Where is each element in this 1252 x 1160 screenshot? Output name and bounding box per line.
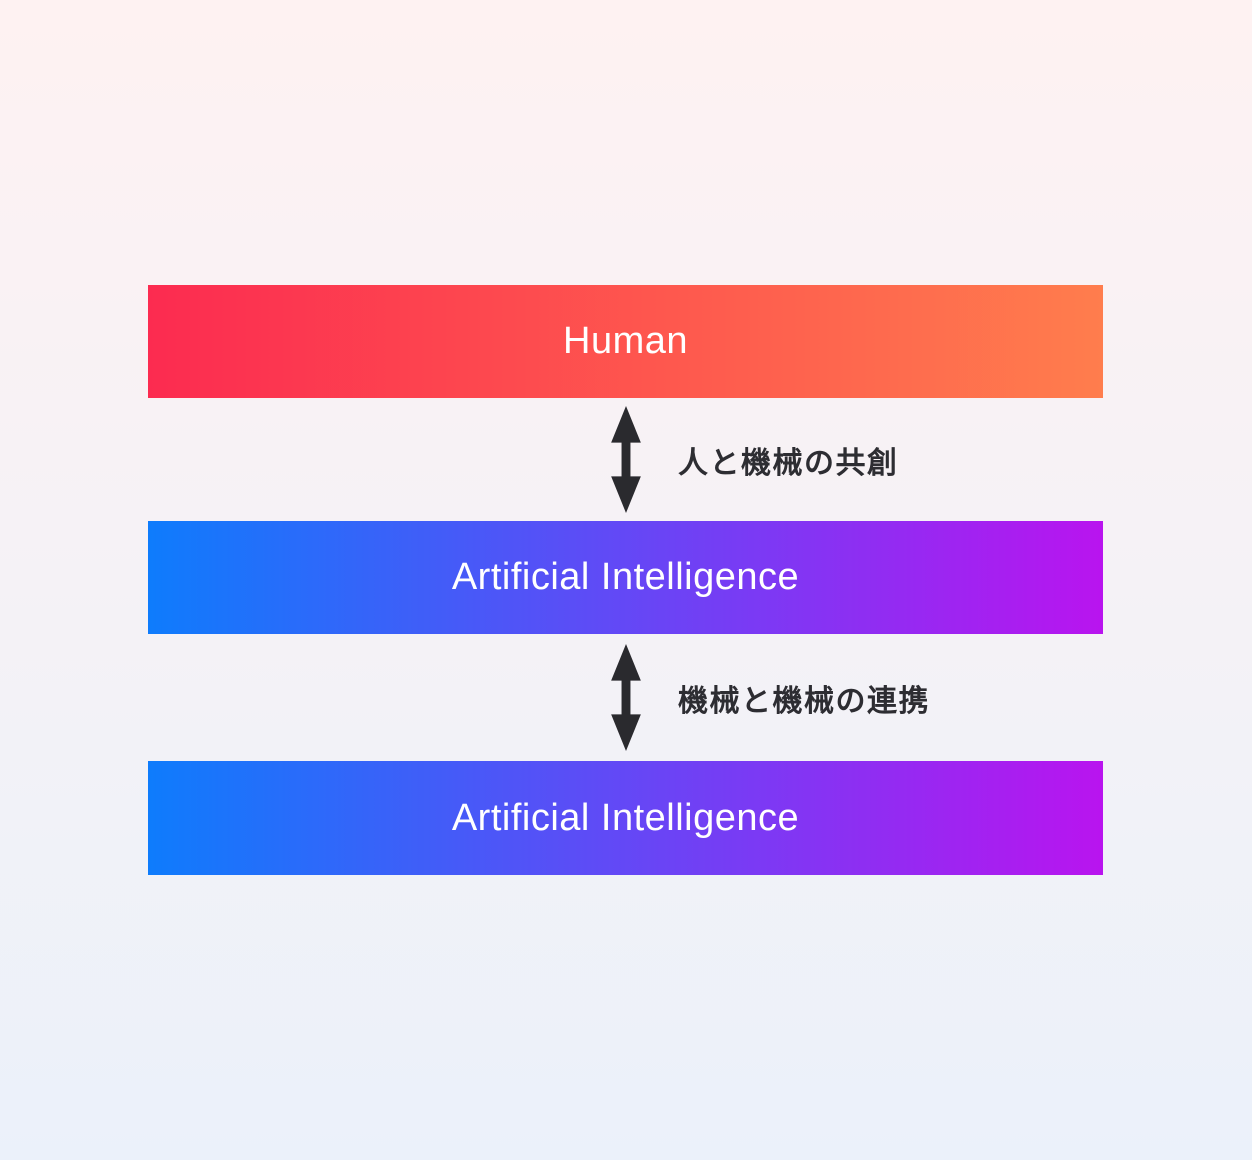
bar-artificial-intelligence-top-label: Artificial Intelligence	[451, 556, 800, 598]
bar-human-label: Human	[563, 320, 688, 362]
bar-artificial-intelligence-bottom-label: Artificial Intelligence	[451, 796, 800, 839]
connector-human-ai: 人と機械の共創	[148, 398, 1103, 521]
bar-human: Human	[148, 285, 1103, 398]
double-arrow-vertical-icon	[611, 406, 641, 513]
double-arrow-vertical-icon	[611, 644, 641, 751]
bar-artificial-intelligence-bottom: Artificial Intelligence	[148, 761, 1103, 875]
connector-ai-ai-label: 機械と機械の連携	[678, 684, 930, 718]
bar-artificial-intelligence-top: Artificial Intelligence	[148, 521, 1103, 634]
connector-human-ai-label: 人と機械の共創	[678, 446, 899, 480]
connector-ai-ai: 機械と機械の連携	[148, 634, 1103, 761]
